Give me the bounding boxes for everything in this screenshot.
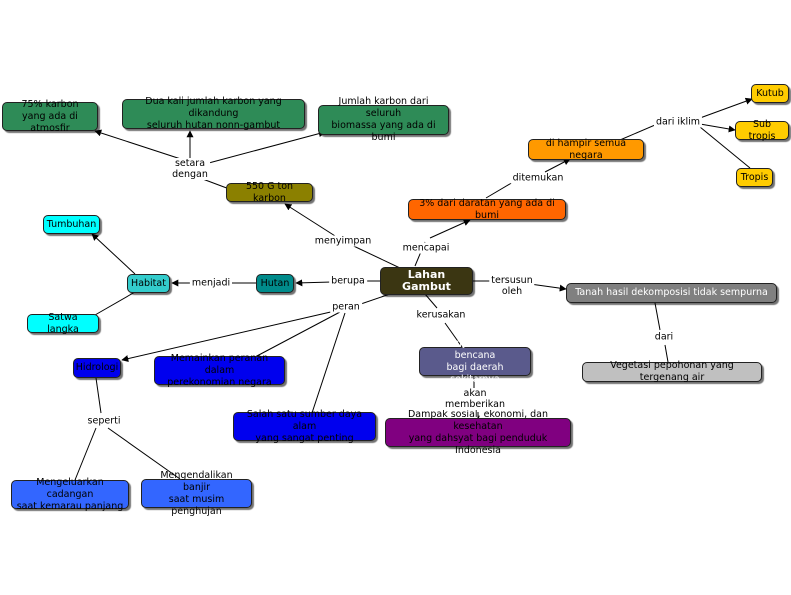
node-sumber-daya-alam[interactable]: Salah satu sumber daya alam yang sangat …: [233, 409, 376, 444]
link-line: [699, 126, 751, 169]
link-label-seperti: seperti: [85, 415, 123, 427]
link-arrow: [94, 129, 191, 163]
link-arrow: [699, 97, 753, 119]
link-line: [619, 124, 656, 141]
node-bencana[interactable]: Menyebabkan bencana bagi daerah sekitarn…: [419, 338, 531, 385]
link-label-mencapai: mencapai: [400, 242, 452, 254]
link-label-menjadi: menjadi: [189, 277, 233, 289]
link-arrow: [429, 219, 471, 239]
node-sub-tropis[interactable]: Sub tropis: [735, 119, 789, 142]
node-tropis[interactable]: Tropis: [736, 168, 773, 187]
link-arrow: [121, 310, 336, 362]
link-label-peran: peran: [330, 301, 362, 313]
link-line: [254, 311, 341, 358]
node-tumbuhan[interactable]: Tumbuhan: [43, 215, 100, 234]
link-label-berupa: berupa: [329, 275, 367, 287]
link-label-dari-iklim: dari iklim: [653, 116, 703, 128]
link-label-setara-dengan: setara dengan: [170, 158, 210, 180]
node-3-persen-daratan[interactable]: 3% dari daratan yang ada di bumi: [408, 198, 566, 221]
link-arrow: [295, 279, 333, 287]
node-hidrologi[interactable]: Hidrologi: [73, 358, 121, 378]
link-arrow: [529, 283, 567, 292]
node-550-g-ton-karbon[interactable]: 550 G ton karbon: [226, 181, 313, 204]
node-tanah-dekomposisi[interactable]: Tanah hasil dekomposisi tidak sempurna: [566, 283, 777, 303]
link-arrow: [544, 158, 571, 173]
link-line: [94, 291, 136, 316]
node-mengeluarkan-cadangan[interactable]: Mengeluarkan cadangan saat kemarau panja…: [11, 477, 129, 512]
node-satwa-langka[interactable]: Satwa langka: [27, 312, 99, 335]
node-vegetasi[interactable]: Vegetasi pepohonan yang tergenang air: [582, 360, 762, 383]
link-label-akan-memberikan: akan memberikan: [443, 388, 507, 410]
link-line: [444, 322, 463, 348]
link-arrow: [204, 130, 326, 165]
node-dampak[interactable]: Dampak sosial, ekonomi, dan kesehatan ya…: [385, 409, 571, 456]
link-line: [311, 312, 346, 414]
link-label-kerusakan: kerusakan: [414, 309, 468, 321]
node-75-persen-karbon[interactable]: 75% karbon yang ada di atmosfir: [2, 99, 98, 134]
node-hampir-semua-negara[interactable]: di hampir semua negara: [528, 138, 644, 161]
link-line: [654, 302, 661, 331]
link-label-tersusun-oleh: tersusun oleh: [489, 275, 535, 297]
node-habitat[interactable]: Habitat: [127, 274, 170, 293]
link-arrow: [284, 203, 344, 242]
node-lahan-gambut[interactable]: Lahan Gambut: [380, 267, 473, 295]
node-memainkan-peranan[interactable]: Memainkan peranan dalam perekonomian neg…: [154, 353, 285, 388]
node-kutub[interactable]: Kutub: [751, 84, 789, 103]
link-line: [107, 427, 181, 480]
link-label-menyimpan: menyimpan: [312, 235, 374, 247]
node-hutan[interactable]: Hutan: [256, 274, 294, 293]
link-arrow: [699, 123, 736, 133]
link-line: [424, 293, 438, 309]
link-arrow: [91, 233, 136, 275]
link-line: [664, 344, 669, 363]
link-label-dari: dari: [652, 331, 676, 343]
node-dua-kali-karbon[interactable]: Dua kali jumlah karbon yang dikandung se…: [122, 96, 305, 131]
link-line: [74, 427, 97, 481]
link-label-ditemukan: ditemukan: [510, 172, 566, 184]
node-jumlah-karbon[interactable]: Jumlah karbon dari seluruh biomassa yang…: [318, 96, 449, 143]
link-line: [95, 377, 102, 414]
node-mengendalikan-banjir[interactable]: Mengendalikan banjir saat musim penghuja…: [141, 470, 252, 517]
